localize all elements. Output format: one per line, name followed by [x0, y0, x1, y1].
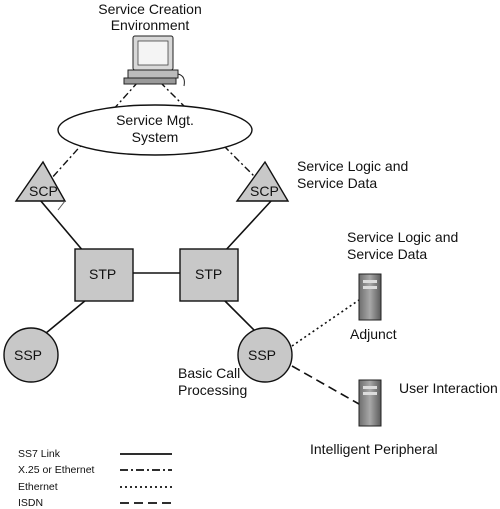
stp-right-label: STP [195, 266, 223, 282]
legend-x25-label: X.25 or Ethernet [18, 464, 95, 476]
ssp-left-label: SSP [14, 347, 43, 363]
scp-left-label: SCP [29, 183, 58, 199]
link-stp-right-ssp-right [223, 299, 259, 335]
user-interaction-label: User Interaction [399, 380, 498, 396]
adjunct-server-icon [358, 273, 382, 321]
legend-ethernet-label: Ethernet [18, 481, 58, 493]
link-ssp-right-adjunct [291, 299, 360, 347]
basic-call-label-2: Processing [178, 382, 248, 398]
service-mgt-label-2: System [131, 129, 179, 145]
peripheral-server-icon [358, 379, 382, 427]
adjunct-note-1: Service Logic and [347, 229, 459, 245]
service-creation-title: Service Creation [98, 1, 202, 17]
scp-right-shape [235, 160, 290, 202]
service-creation-title-2: Environment [110, 17, 190, 33]
stp-left-box [74, 248, 134, 302]
stp-right-box [179, 248, 239, 302]
adjunct-label: Adjunct [350, 326, 397, 342]
link-ssp-right-peripheral [291, 365, 360, 405]
scp-right-label: SCP [250, 183, 279, 199]
service-mgt-ellipse [57, 104, 253, 156]
intelligent-peripheral-label: Intelligent Peripheral [310, 441, 438, 457]
scp-left-shape [14, 160, 67, 211]
service-mgt-label-1: Service Mgt. [116, 112, 194, 128]
link-sce-to-scp-right [159, 81, 259, 181]
scp-right-note-2: Service Data [297, 175, 378, 191]
link-scp-right-stp-right [223, 199, 273, 253]
ssp-right-circle [237, 327, 293, 383]
basic-call-label-1: Basic Call [178, 365, 241, 381]
stp-left-label: STP [89, 266, 117, 282]
link-stp-left-ssp-left [39, 299, 87, 339]
link-scp-left-stp-left [39, 199, 85, 253]
legend-isdn-label: ISDN [18, 497, 44, 509]
adjunct-note-2: Service Data [347, 246, 428, 262]
ssp-right-label: SSP [248, 347, 277, 363]
ssp-left-circle [3, 327, 59, 383]
computer-icon [123, 35, 185, 87]
scp-right-note-1: Service Logic and [297, 158, 409, 174]
legend-ss7-label: SS7 Link [18, 448, 61, 460]
